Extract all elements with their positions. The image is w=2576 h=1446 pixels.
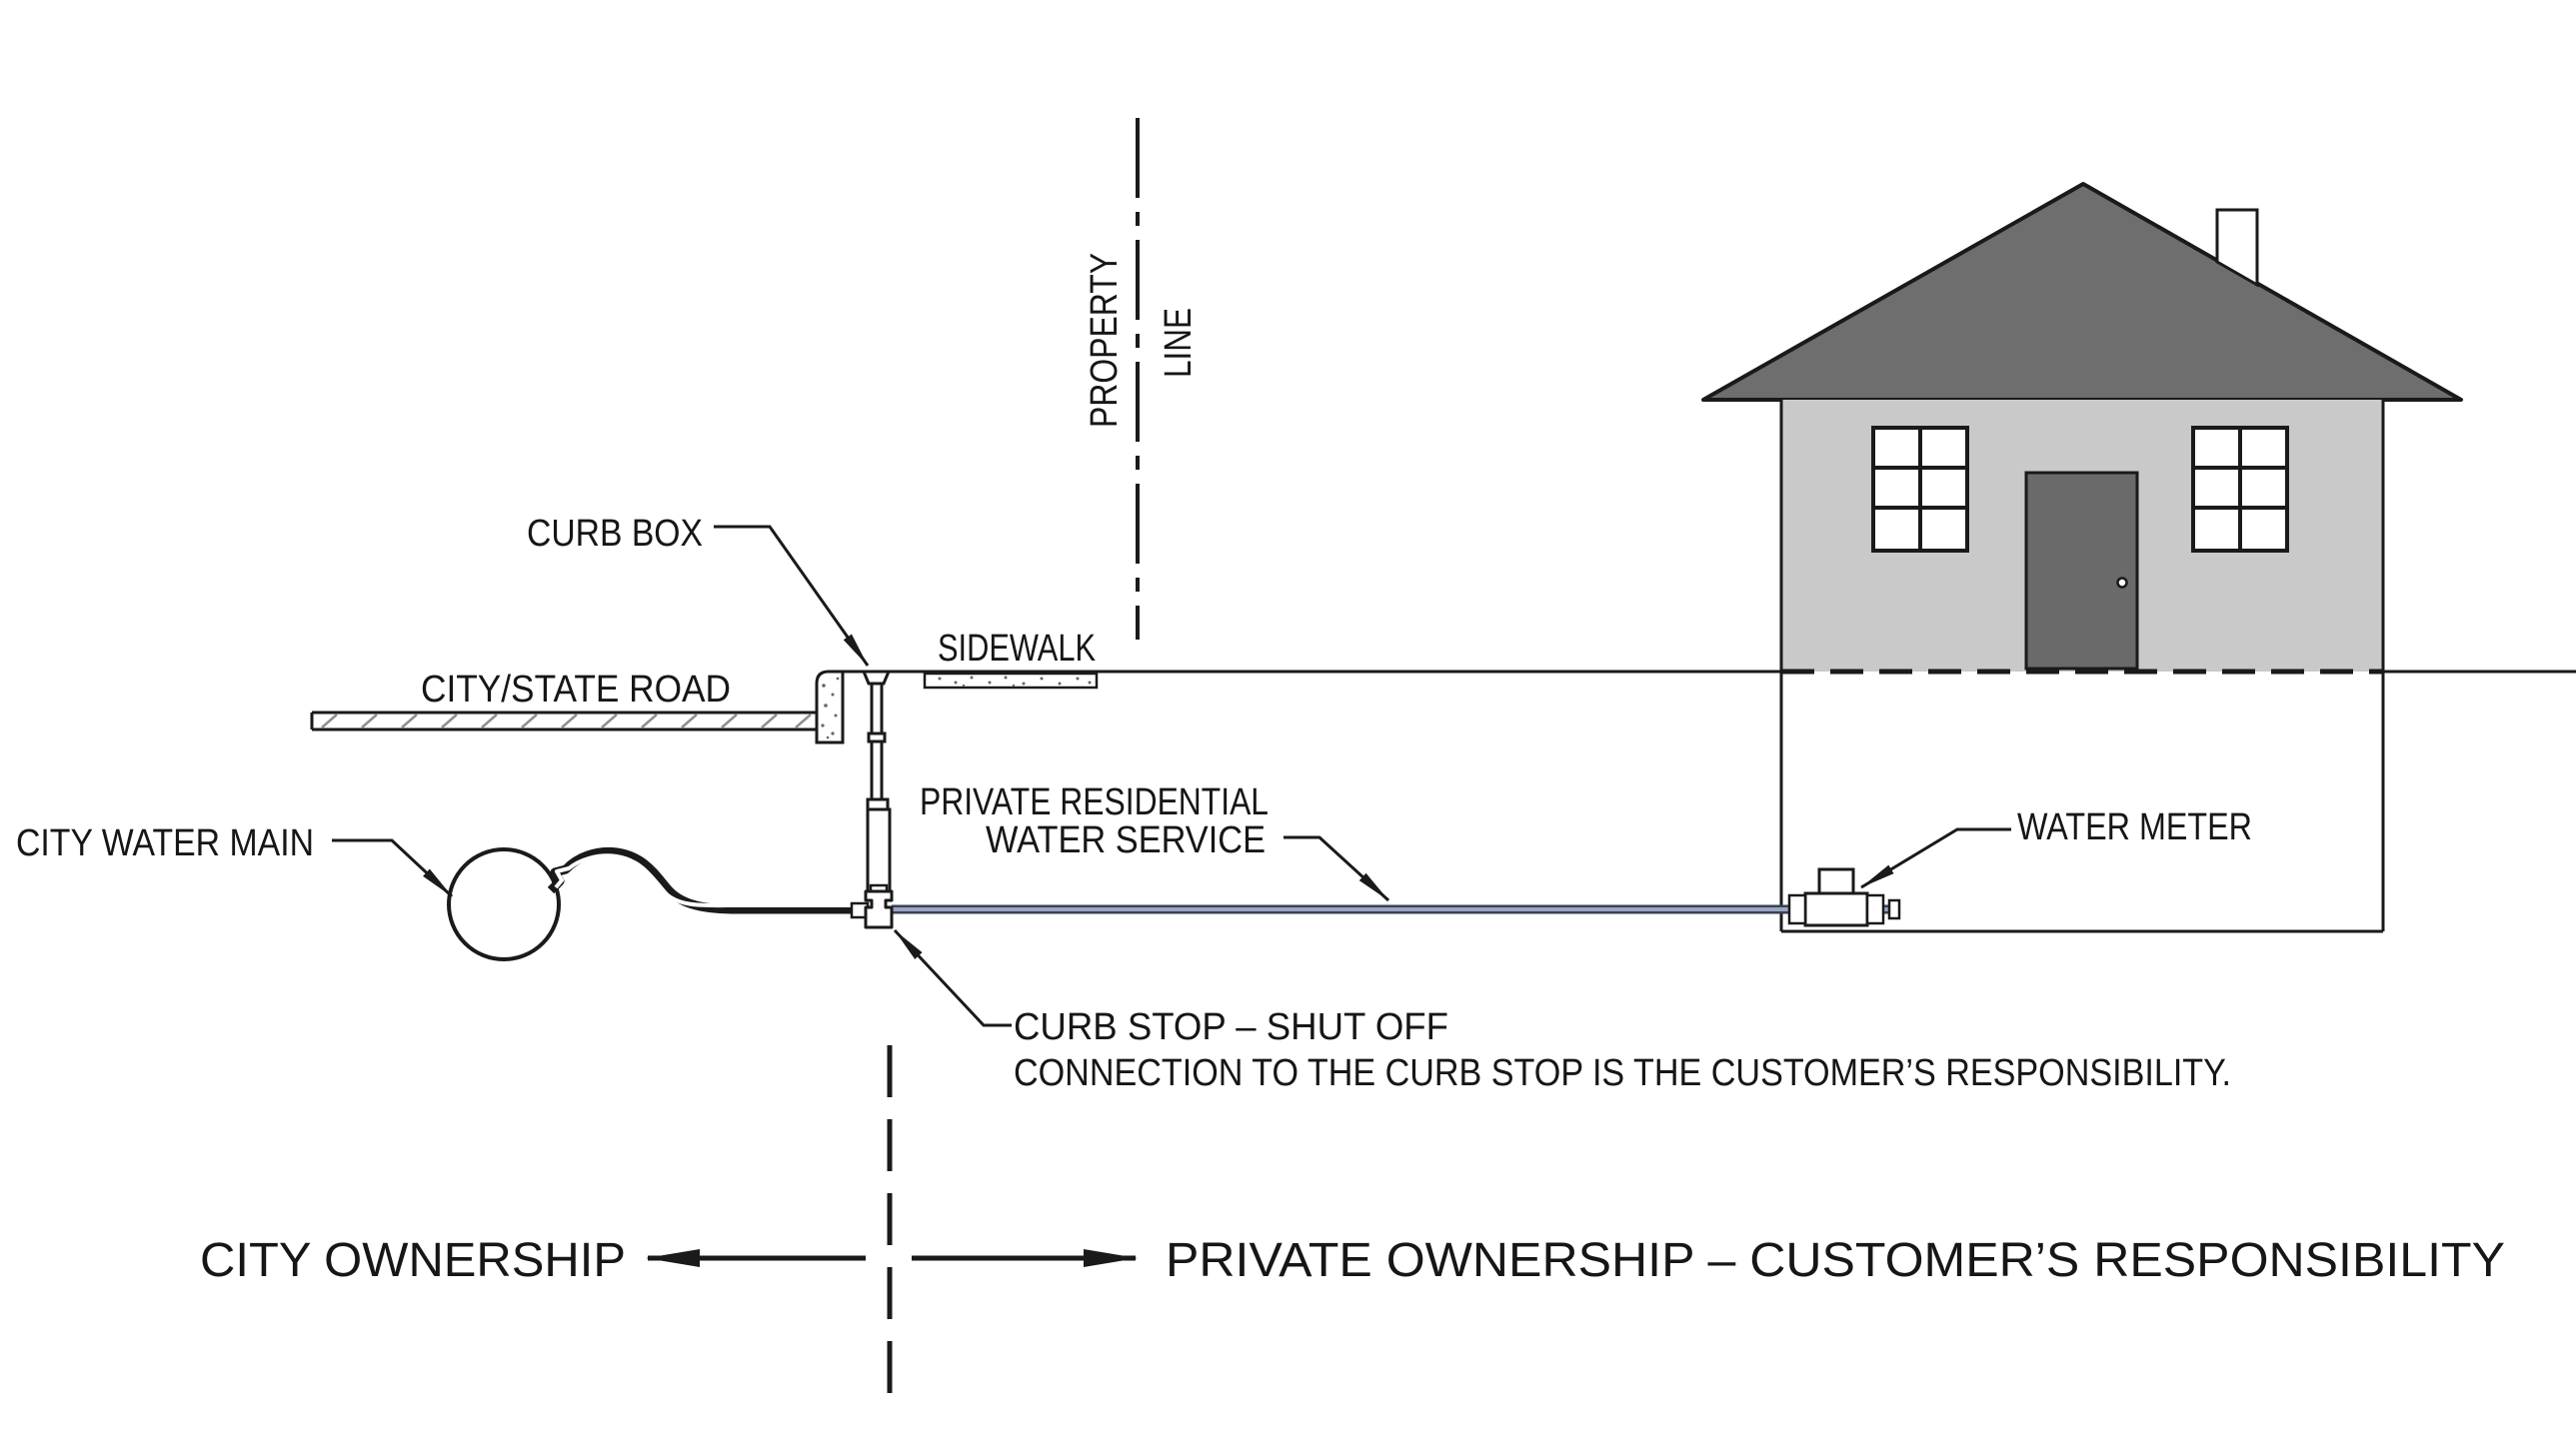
house-roof: [1701, 182, 2463, 402]
sidewalk-slab: [923, 672, 1099, 690]
sidewalk-stipple: [938, 676, 1092, 688]
water-meter-register: [1817, 867, 1855, 895]
curb-box-label: CURB BOX: [527, 513, 703, 555]
road-hatch: [321, 714, 812, 728]
property-line-label-word2: LINE: [1158, 308, 1200, 378]
house: [1701, 182, 2463, 933]
house-door: [2024, 471, 2139, 671]
curb: [815, 670, 845, 744]
door-knob: [2116, 577, 2128, 589]
private-service-label-line1: PRIVATE RESIDENTIAL: [920, 781, 1269, 823]
water-meter-label: WATER METER: [2017, 806, 2252, 848]
city-water-main-leader: [332, 838, 454, 898]
water-meter-coupling-right: [1865, 893, 1885, 925]
sidewalk-label: SIDEWALK: [938, 628, 1096, 670]
water-meter-body: [1803, 891, 1869, 927]
curb-stipple: [821, 677, 840, 739]
gooseneck-pipe: [547, 846, 852, 914]
curb-stop-leader: [893, 928, 1012, 1027]
curb-stop-valve: [850, 883, 894, 929]
house-window-right: [2191, 426, 2289, 553]
city-state-road-label: CITY/STATE ROAD: [421, 669, 731, 711]
private-service-label-line2: WATER SERVICE: [986, 819, 1266, 861]
water-meter-leader: [1860, 827, 2011, 889]
property-line-label-word1: PROPERTY: [1084, 253, 1126, 428]
curb-box-leader: [714, 525, 870, 667]
city-ownership-label: CITY OWNERSHIP: [200, 1234, 626, 1287]
private-ownership-label: PRIVATE OWNERSHIP – CUSTOMER’S RESPONSIB…: [1166, 1234, 2505, 1287]
curb-stop-label-line2: CONNECTION TO THE CURB STOP IS THE CUSTO…: [1014, 1052, 2231, 1094]
water-meter-stub-cap: [1887, 898, 1901, 920]
water-meter: [1787, 867, 1901, 927]
curb-stop-label-line1: CURB STOP – SHUT OFF: [1014, 1006, 1448, 1048]
curb-box: [861, 670, 892, 893]
house-window-left: [1871, 426, 1969, 553]
private-service-leader: [1284, 835, 1390, 902]
water-main: [447, 847, 561, 961]
water-meter-coupling-left: [1787, 893, 1807, 925]
city-water-main-label: CITY WATER MAIN: [16, 822, 314, 864]
house-chimney: [2215, 208, 2259, 288]
road-surface: [310, 711, 817, 731]
